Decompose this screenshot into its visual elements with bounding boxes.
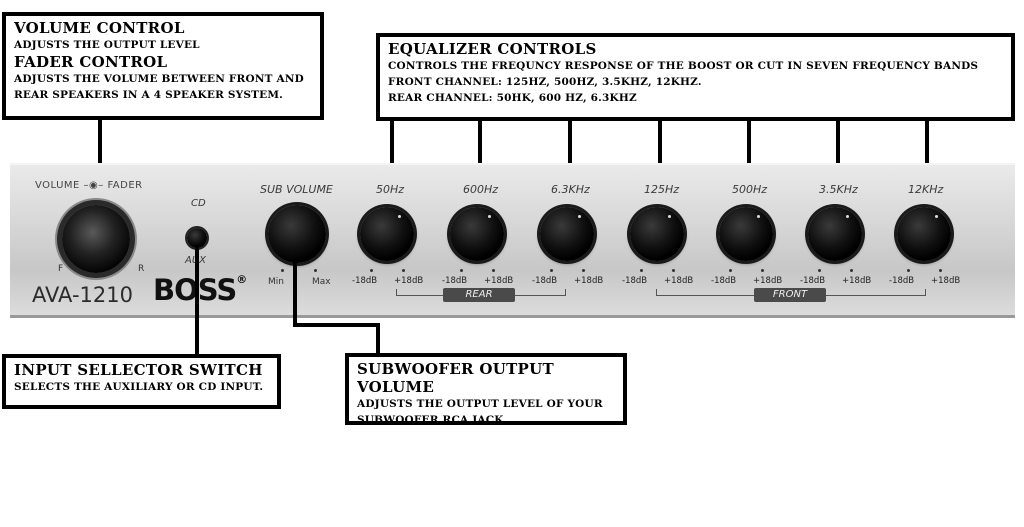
subwoofer-leader-vertical xyxy=(293,262,297,326)
eq-125hz-minus: -18dB xyxy=(622,276,648,286)
eq-35khz-minus: -18dB xyxy=(800,276,826,286)
eq-leader-63khz xyxy=(568,121,572,173)
band-label-35khz: 3.5KHz xyxy=(819,183,858,196)
eq-600hz-plus: +18dB xyxy=(484,276,514,286)
eq-125hz-plus: +18dB xyxy=(664,276,694,286)
eq-leader-125hz xyxy=(658,121,662,173)
eq-125hz-max-dot xyxy=(672,269,675,272)
eq-leader-500hz xyxy=(747,121,751,173)
fader-control-desc-2: rear speakers in a 4 speaker system. xyxy=(14,89,284,101)
cd-label: CD xyxy=(191,198,206,209)
fader-front-label: F xyxy=(58,264,64,274)
eq-500hz-max-dot xyxy=(761,269,764,272)
eq-leader-35khz xyxy=(836,121,840,173)
eq-50hz-plus: +18dB xyxy=(394,276,424,286)
eq-63khz-minus: -18dB xyxy=(532,276,558,286)
eq-12khz-minus: -18dB xyxy=(889,276,915,286)
input-leader-line xyxy=(195,245,199,355)
fader-control-title: Fader Control xyxy=(14,53,168,71)
front-group-label: FRONT xyxy=(754,288,826,302)
eq-12khz-min-dot xyxy=(907,269,910,272)
input-selector-switch[interactable] xyxy=(187,228,207,248)
eq-63khz-max-dot xyxy=(582,269,585,272)
equalizer-faceplate: VOLUME –◉– FADER F R AVA-1210 BOSS® CD A… xyxy=(10,163,1015,318)
subwoofer-leader-drop xyxy=(376,323,380,355)
subwoofer-title: Subwoofer Output Volume xyxy=(357,360,554,396)
eq-125hz-min-dot xyxy=(640,269,643,272)
band-label-50hz: 50Hz xyxy=(376,183,405,196)
eq-600hz-max-dot xyxy=(492,269,495,272)
eq-knob-12khz[interactable] xyxy=(897,207,951,261)
eq-35khz-max-dot xyxy=(850,269,853,272)
eq-leader-600hz xyxy=(478,121,482,173)
fader-control-desc-1: Adjusts the volume between front and xyxy=(14,73,304,85)
band-label-600hz: 600Hz xyxy=(463,183,499,196)
eq-500hz-minus: -18dB xyxy=(711,276,737,286)
eq-35khz-min-dot xyxy=(818,269,821,272)
eq-50hz-min-dot xyxy=(370,269,373,272)
sub-min-label: Min xyxy=(268,277,284,287)
input-selector-callout: Input Sellector Switch Selects the auxil… xyxy=(2,354,281,409)
eq-knob-35khz[interactable] xyxy=(808,207,862,261)
equalizer-title: Equalizer Controls xyxy=(388,40,597,58)
fader-rear-label: R xyxy=(138,264,145,274)
equalizer-desc: Controls the frequncy response of the bo… xyxy=(388,60,979,72)
volume-fader-knob[interactable] xyxy=(62,205,130,273)
volume-control-desc: Adjusts the output level xyxy=(14,39,200,51)
subwoofer-desc-1: Adjusts the output level of your xyxy=(357,398,603,410)
sub-max-dot xyxy=(314,269,317,272)
eq-knob-50hz[interactable] xyxy=(360,207,414,261)
eq-knob-63khz[interactable] xyxy=(540,207,594,261)
eq-knob-600hz[interactable] xyxy=(450,207,504,261)
equalizer-front-desc: Front channel: 125Hz, 500Hz, 3.5KHz, 12K… xyxy=(388,76,702,88)
equalizer-callout: Equalizer Controls Controls the frequncy… xyxy=(376,33,1015,121)
eq-12khz-max-dot xyxy=(939,269,942,272)
eq-500hz-plus: +18dB xyxy=(753,276,783,286)
volume-fader-callout: Volume Control Adjusts the output level … xyxy=(2,12,324,120)
band-label-125hz: 125Hz xyxy=(644,183,680,196)
brand-logo: BOSS® xyxy=(153,273,247,307)
volume-control-title: Volume Control xyxy=(14,19,185,37)
band-label-63khz: 6.3KHz xyxy=(551,183,590,196)
volume-leader-line xyxy=(98,120,102,175)
eq-500hz-min-dot xyxy=(729,269,732,272)
subwoofer-desc-2: subwoofer RCA jack xyxy=(357,414,504,426)
eq-knob-500hz[interactable] xyxy=(719,207,773,261)
subwoofer-leader-horizontal xyxy=(293,323,380,327)
input-selector-desc: Selects the auxiliary or CD input. xyxy=(14,381,264,393)
volume-fader-label: VOLUME –◉– FADER xyxy=(35,180,143,191)
sub-min-dot xyxy=(281,269,284,272)
eq-600hz-minus: -18dB xyxy=(442,276,468,286)
eq-50hz-max-dot xyxy=(402,269,405,272)
sub-volume-label: SUB VOLUME xyxy=(260,183,333,196)
subwoofer-callout: Subwoofer Output Volume Adjusts the outp… xyxy=(345,353,627,426)
eq-leader-50hz xyxy=(390,121,394,173)
eq-600hz-min-dot xyxy=(460,269,463,272)
eq-knob-125hz[interactable] xyxy=(630,207,684,261)
eq-63khz-min-dot xyxy=(550,269,553,272)
brand-registered-mark: ® xyxy=(236,273,247,286)
band-label-12khz: 12KHz xyxy=(908,183,944,196)
eq-50hz-minus: -18dB xyxy=(352,276,378,286)
rear-group-label: REAR xyxy=(443,288,515,302)
sub-volume-knob[interactable] xyxy=(268,205,326,263)
sub-max-label: Max xyxy=(312,277,331,287)
model-number: AVA-1210 xyxy=(32,283,133,307)
input-selector-title: Input Sellector Switch xyxy=(14,361,263,379)
eq-63khz-plus: +18dB xyxy=(574,276,604,286)
eq-leader-12khz xyxy=(925,121,929,173)
equalizer-rear-desc: Rear Channel: 50Hk, 600 Hz, 6.3KHz xyxy=(388,92,637,104)
band-label-500hz: 500Hz xyxy=(732,183,768,196)
eq-35khz-plus: +18dB xyxy=(842,276,872,286)
eq-12khz-plus: +18dB xyxy=(931,276,961,286)
